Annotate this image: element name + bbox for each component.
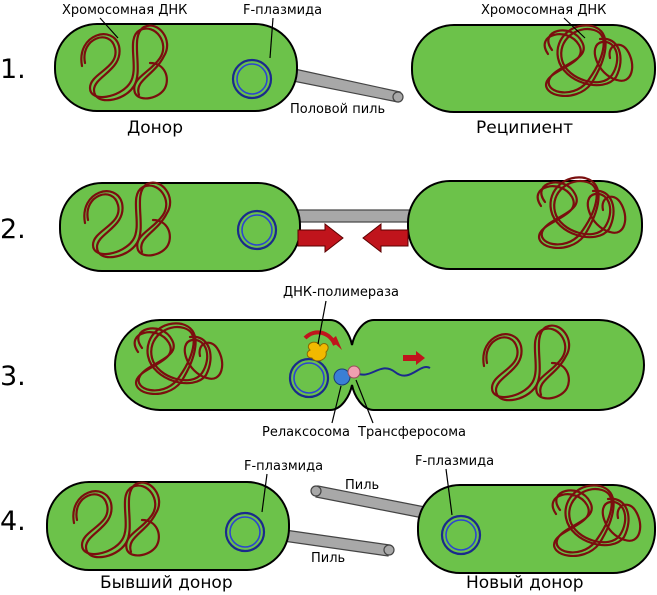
label-relaxosome: Релаксосома [262, 425, 350, 440]
step-3: ДНК-полимераза Релаксосома Трансферосома [114, 285, 645, 440]
arrow-right [297, 222, 344, 254]
leader-line [331, 385, 342, 424]
leader-line [269, 17, 274, 59]
leader-line [261, 473, 268, 513]
step-number-3: 3. [0, 361, 26, 392]
recipient-cell [411, 24, 656, 113]
leader-line [355, 379, 374, 424]
label-f-plasmid-top: F-плазмида [243, 3, 322, 18]
donor-cell [59, 182, 301, 272]
label-pilus-top: Пиль [345, 478, 379, 493]
label-chromosomal-dna-right: Хромосомная ДНК [481, 3, 606, 18]
step-2 [59, 176, 643, 272]
label-recipient: Реципиент [476, 118, 573, 138]
step-4: F-плазмида F-плазмида Пиль Пиль Бывший д… [46, 454, 656, 593]
label-dna-polymerase: ДНК-полимераза [283, 285, 399, 300]
label-new-donor: Новый донор [466, 573, 584, 593]
transfer-direction-arrow [403, 351, 425, 365]
label-chromosomal-dna-left: Хромосомная ДНК [62, 3, 187, 18]
step-number-4: 4. [0, 506, 26, 537]
transferred-dna-strand [354, 365, 431, 377]
arrow-left [362, 222, 409, 254]
sex-pilus-bridge [294, 209, 416, 223]
step-number-2: 2. [0, 214, 26, 245]
pilus-tip [383, 544, 395, 556]
label-f-plasmid-left: F-плазмида [244, 459, 323, 474]
recipient-cell [407, 180, 643, 270]
leader-line [563, 17, 586, 39]
label-former-donor: Бывший донор [100, 573, 233, 593]
new-donor-cell [417, 484, 656, 574]
dna-polymerase [306, 341, 329, 362]
label-transferosome: Трансферосома [357, 425, 466, 440]
step-1: Хромосомная ДНК F-плазмида Хромосомная Д… [54, 3, 656, 138]
step-number-1: 1. [0, 54, 26, 85]
label-f-plasmid-right: F-плазмида [415, 454, 494, 469]
label-sex-pilus: Половой пиль [290, 102, 385, 117]
label-donor: Донор [127, 118, 183, 138]
leader-line [445, 468, 453, 516]
pilus-tip [310, 485, 322, 497]
sex-pilus [287, 67, 401, 103]
leader-line [99, 17, 119, 39]
transferosome [347, 365, 361, 379]
leader-line [317, 300, 327, 345]
conjugating-cells [114, 319, 645, 411]
rotation-arrow-head [331, 336, 342, 350]
label-pilus-bottom: Пиль [311, 551, 345, 566]
pilus-tip [392, 91, 404, 103]
